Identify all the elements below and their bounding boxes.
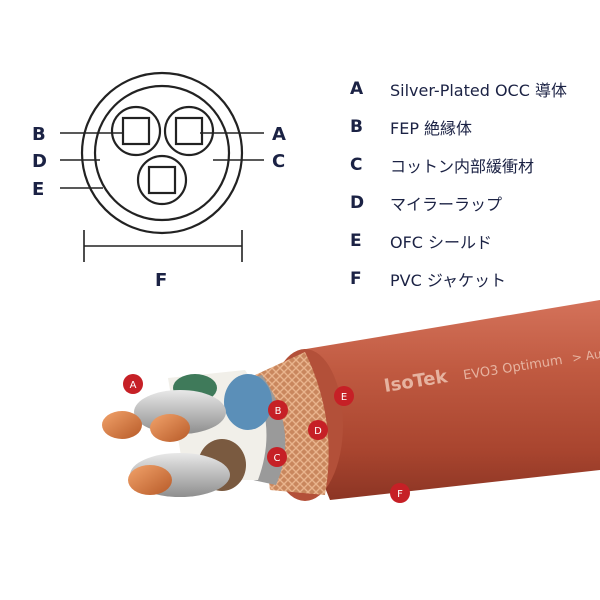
fep-insulation-blue xyxy=(224,374,272,430)
legend-text: OFC シールド xyxy=(390,233,493,252)
legend-item: C コットン内部緩衝材 xyxy=(350,146,590,184)
diagram-label-D: D xyxy=(32,151,47,172)
legend-text: FEP 絶縁体 xyxy=(390,119,473,138)
diagram-label-F: F xyxy=(155,270,167,291)
marker-E-label: E xyxy=(341,392,347,403)
diagram-label-C: C xyxy=(272,151,285,172)
legend-text: PVC ジャケット xyxy=(390,271,507,290)
marker-B xyxy=(268,400,288,420)
diagram-label-E: E xyxy=(32,179,44,200)
diagram-label-A: A xyxy=(272,124,286,145)
legend-item: D マイラーラップ xyxy=(350,184,590,222)
legend-letter: A xyxy=(350,79,364,99)
core-bottom xyxy=(136,154,188,206)
marker-B-label: B xyxy=(275,406,282,417)
inner-shield-ring xyxy=(93,84,231,222)
marker-F xyxy=(390,483,410,503)
marker-C-label: C xyxy=(274,453,281,464)
legend-letter: D xyxy=(350,193,365,213)
legend-item: A Silver-Plated OCC 導体 xyxy=(350,70,590,108)
legend-letter: E xyxy=(350,231,362,251)
material-legend: A Silver-Plated OCC 導体 B FEP 絶縁体 C コットン内… xyxy=(350,70,590,298)
legend-text: マイラーラップ xyxy=(390,195,503,214)
copper-tip-1 xyxy=(102,411,142,439)
core-right xyxy=(163,105,215,157)
core-left xyxy=(110,105,162,157)
outer-jacket-ring xyxy=(80,71,244,235)
diagram-label-B: B xyxy=(32,124,46,145)
cross-section-diagram: B D E A C F xyxy=(32,71,286,291)
legend-text: コットン内部緩衝材 xyxy=(390,157,535,176)
core-right-conductor xyxy=(174,116,204,146)
marker-F-label: F xyxy=(397,489,403,500)
marker-A xyxy=(123,374,143,394)
core-bottom-conductor xyxy=(147,165,177,195)
pvc-jacket xyxy=(300,300,600,500)
legend-item: F PVC ジャケット xyxy=(350,260,590,298)
cable-illustration: IsoTek EVO3 Optimum > Audiophile Grade A… xyxy=(102,300,600,503)
marker-A-label: A xyxy=(130,380,137,391)
marker-D-label: D xyxy=(314,426,322,437)
core-left-conductor xyxy=(121,116,151,146)
copper-tip-3 xyxy=(128,465,172,495)
legend-letter: C xyxy=(350,155,363,175)
marker-E xyxy=(334,386,354,406)
marker-C xyxy=(267,447,287,467)
marker-D xyxy=(308,420,328,440)
legend-item: E OFC シールド xyxy=(350,222,590,260)
legend-text: Silver-Plated OCC 導体 xyxy=(390,81,567,100)
legend-letter: B xyxy=(350,117,363,137)
copper-tip-2 xyxy=(150,414,190,442)
legend-letter: F xyxy=(350,269,362,289)
legend-item: B FEP 絶縁体 xyxy=(350,108,590,146)
